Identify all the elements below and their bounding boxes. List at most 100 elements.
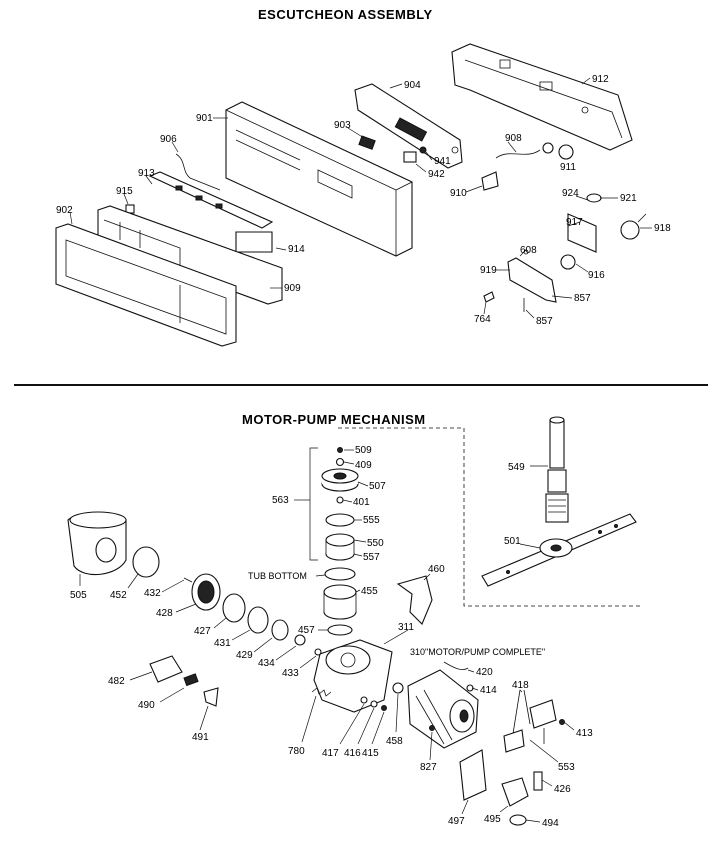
part-495-clamp: [501, 777, 529, 807]
label-915: 915: [116, 186, 133, 197]
label-491: 491: [192, 732, 209, 743]
part-941: [419, 146, 427, 154]
part-418-bracket: [503, 689, 557, 753]
part-902-frame: [55, 223, 237, 347]
part-426-clip: [533, 771, 543, 791]
label-434: 434: [258, 658, 275, 669]
label-827: 827: [420, 762, 437, 773]
part-429: [271, 619, 289, 641]
label-917: 917: [566, 217, 583, 228]
label-509: 509: [355, 445, 372, 456]
label-482: 482: [108, 676, 125, 687]
part-901-console: [225, 101, 413, 257]
label-913: 913: [138, 168, 155, 179]
label-458: 458: [386, 736, 403, 747]
label-455: 455: [361, 586, 378, 597]
part-509: [337, 447, 343, 453]
label-427: 427: [194, 626, 211, 637]
label-555: 555: [363, 515, 380, 526]
part-780-spring: [311, 687, 332, 697]
label-311: 311: [398, 622, 414, 633]
label-505: 505: [70, 590, 87, 601]
part-908-cap: [542, 142, 554, 154]
part-505-housing: [67, 511, 127, 576]
label-553: 553: [558, 762, 575, 773]
motor-pump-labels: 509 409 507 563 401 555 550 557 549 501 …: [70, 445, 593, 829]
label-401: 401: [353, 497, 370, 508]
label-431: 431: [214, 638, 231, 649]
part-490: [183, 673, 199, 687]
label-494: 494: [542, 818, 559, 829]
label-902: 902: [56, 205, 73, 216]
motor-pump-title: MOTOR-PUMP MECHANISM: [242, 412, 426, 427]
part-415: [381, 705, 387, 711]
escutcheon-assembly: [55, 43, 647, 347]
part-903-switch: [358, 135, 376, 150]
escutcheon-labels: 904 912 901 903 906 913 915 902 914 909 …: [56, 74, 671, 327]
part-452-ring: [132, 546, 160, 578]
part-457-ring: [327, 624, 353, 636]
label-550: 550: [367, 538, 384, 549]
pump-parts: [67, 416, 637, 826]
part-918-motor: [620, 220, 640, 240]
label-433: 433: [282, 668, 299, 679]
part-433: [314, 648, 322, 656]
part-555-ring: [325, 513, 355, 527]
label-918: 918: [654, 223, 671, 234]
part-417: [360, 696, 368, 704]
part-906-cable: [175, 153, 221, 191]
label-908: 908: [505, 133, 522, 144]
part-942: [403, 151, 417, 163]
label-416: 416: [344, 748, 361, 759]
part-409: [335, 457, 345, 467]
part-921-cap: [586, 193, 602, 203]
part-910-knob: [481, 171, 499, 191]
part-401: [336, 496, 344, 504]
label-906: 906: [160, 134, 177, 145]
label-497: 497: [448, 816, 465, 827]
label-764: 764: [474, 314, 491, 325]
part-458: [392, 682, 404, 694]
part-908-wire: [495, 149, 541, 159]
label-942: 942: [428, 169, 445, 180]
label-912: 912: [592, 74, 609, 85]
part-434: [294, 634, 306, 646]
motor-pump-complete-boundary: [338, 427, 640, 607]
label-417: 417: [322, 748, 339, 759]
part-919-latch: [507, 257, 557, 303]
label-911: 911: [560, 162, 576, 173]
part-431: [247, 606, 269, 634]
part-455: [323, 584, 357, 620]
part-913-strip: [148, 171, 274, 229]
label-921: 921: [620, 193, 637, 204]
label-914: 914: [288, 244, 305, 255]
label-903: 903: [334, 120, 351, 131]
label-910: 910: [450, 188, 467, 199]
part-549-tube: [545, 416, 569, 523]
label-426: 426: [554, 784, 571, 795]
label-909: 909: [284, 283, 301, 294]
tub-bottom-ring: [324, 567, 356, 581]
tub-bottom-label: TUB BOTTOM: [248, 571, 307, 581]
part-550-557: [325, 533, 355, 561]
label-904: 904: [404, 80, 421, 91]
label-460: 460: [428, 564, 445, 575]
part-501-spray-arm: [481, 513, 637, 587]
label-490: 490: [138, 700, 155, 711]
part-420-wire: [443, 661, 469, 670]
label-941: 941: [434, 156, 451, 167]
part-507-hub: [321, 468, 359, 492]
part-916-gear: [560, 254, 576, 270]
label-420: 420: [476, 667, 493, 678]
label-924: 924: [562, 188, 579, 199]
label-919: 919: [480, 265, 497, 276]
label-563: 563: [272, 495, 289, 506]
label-495: 495: [484, 814, 501, 825]
label-432: 432: [144, 588, 161, 599]
part-413: [559, 719, 565, 725]
bracket-563: [309, 447, 318, 561]
label-901: 901: [196, 113, 213, 124]
escutcheon-leaders: [69, 77, 652, 319]
label-916: 916: [588, 270, 605, 281]
part-911-knob: [558, 144, 574, 160]
